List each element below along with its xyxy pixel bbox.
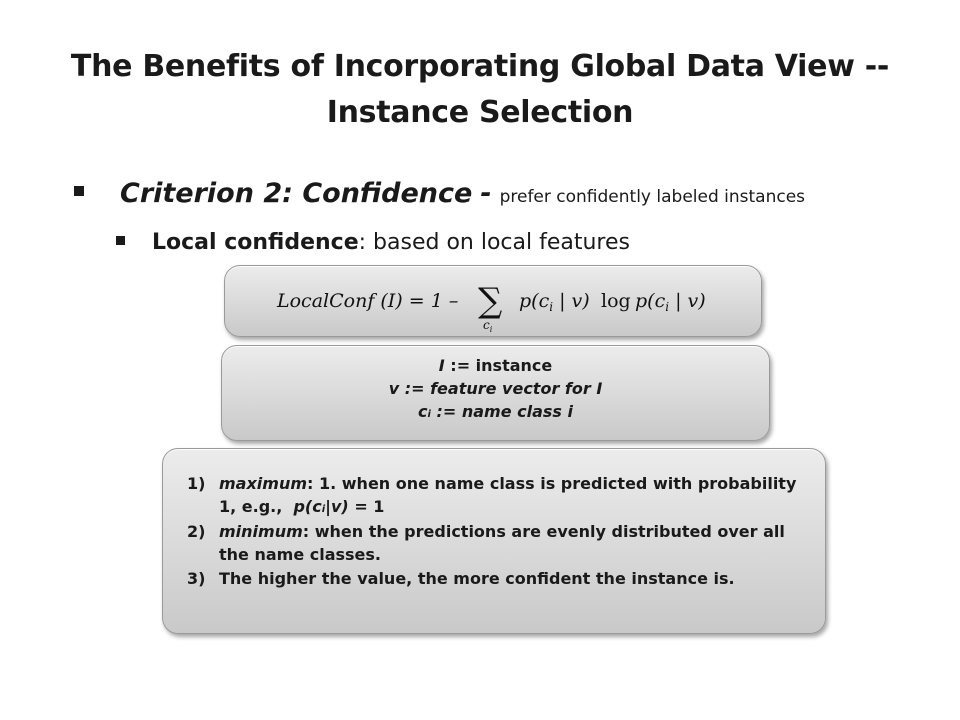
bullet-local-confidence: Local confidence : based on local featur… [116, 230, 630, 255]
formula-box: LocalConf (I) = 1 – ∑ ci p(ci | v) log p… [224, 265, 762, 337]
local-confidence-term: Local confidence [152, 230, 359, 255]
bullet-criterion: Criterion 2: Confidence - prefer confide… [74, 178, 805, 209]
definition-name-class: ci := name class i [417, 402, 573, 421]
note-number: 3) [187, 569, 206, 588]
slide-title: The Benefits of Incorporating Global Dat… [40, 44, 920, 136]
note-higher-value: 3) The higher the value, the more confid… [187, 569, 735, 588]
criterion-separator: - [480, 178, 492, 209]
square-bullet-icon [74, 186, 84, 196]
formula-term-1: p(ci | v) [519, 290, 590, 314]
note-minimum: 2) minimum: when the predictions are eve… [187, 522, 785, 564]
formula-lhs: LocalConf (I) = 1 – [276, 290, 458, 312]
note-lead: minimum [219, 522, 303, 541]
criterion-description: prefer confidently labeled instances [499, 187, 806, 207]
note-expression: p(ci|v) [293, 497, 349, 516]
formula-sum-symbol: ∑ [478, 281, 502, 321]
definition-feature-vector: v := feature vector for I [388, 379, 603, 398]
square-bullet-icon [116, 236, 125, 245]
formula-term-2: p(ci | v) [635, 290, 706, 314]
note-maximum: 1) maximum: 1. when one name class is pr… [187, 474, 797, 516]
criterion-heading: Criterion 2: Confidence [120, 178, 473, 209]
definitions-box: I := instance v := feature vector for I … [221, 345, 770, 441]
note-number: 1) [187, 474, 206, 493]
note-lead: maximum [219, 474, 308, 493]
definition-instance: I := instance [438, 356, 553, 375]
local-confidence-text: : based on local features [358, 230, 630, 255]
formula-svg: LocalConf (I) = 1 – ∑ ci p(ci | v) log p… [276, 281, 706, 334]
formula-sum-index: ci [483, 318, 493, 334]
formula-log: log [601, 290, 631, 312]
title-line-1: The Benefits of Incorporating Global Dat… [70, 49, 890, 84]
title-line-2: Instance Selection [326, 95, 634, 130]
notes-box: 1) maximum: 1. when one name class is pr… [162, 448, 826, 634]
note-number: 2) [187, 522, 206, 541]
